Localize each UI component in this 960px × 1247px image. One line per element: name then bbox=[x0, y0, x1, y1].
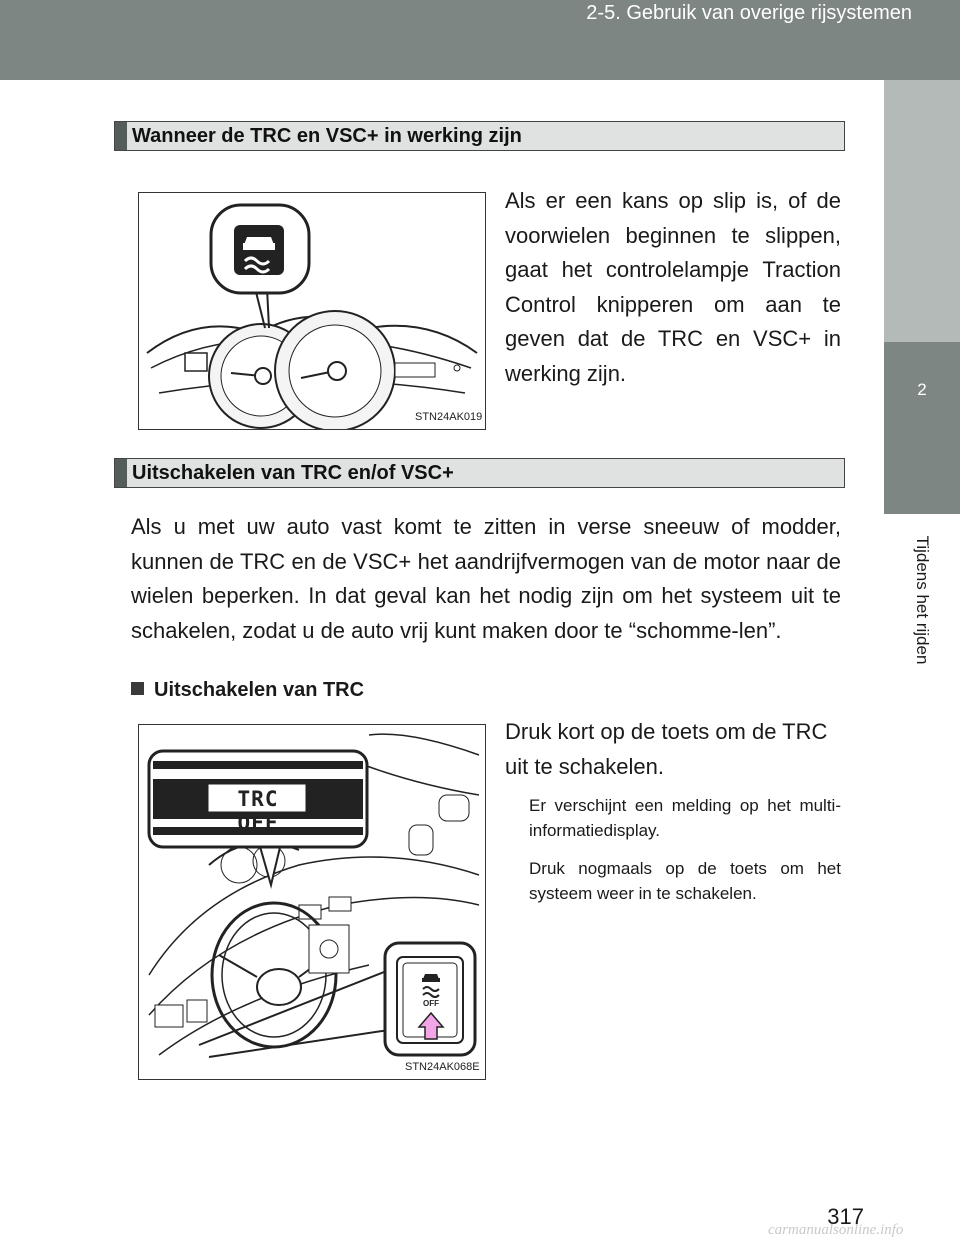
subheading-text: Uitschakelen van TRC bbox=[154, 679, 365, 701]
side-tab-upper bbox=[884, 80, 960, 342]
dashboard-illustration bbox=[147, 733, 480, 1058]
section-title: Wanneer de TRC en VSC+ in werking zijn bbox=[132, 125, 522, 147]
dashboard-trc-off-figure: TRC OFF OFF STN24AK068E bbox=[138, 724, 486, 1080]
instrument-cluster-illustration bbox=[146, 203, 478, 429]
page-header: 2-5. Gebruik van overige rijsystemen bbox=[0, 0, 960, 80]
trc-off-instruction: Druk kort op de toets om de TRC uit te s… bbox=[505, 719, 828, 779]
disable-description: Als u met uw auto vast komt te zitten in… bbox=[131, 514, 841, 643]
side-tab-label: Tijdens het rijden bbox=[913, 535, 932, 665]
trc-off-button-label: OFF bbox=[423, 999, 439, 1008]
note-reenable: Druk nogmaals op de toets om het systeem… bbox=[529, 859, 841, 903]
figure-code: STN24AK068E bbox=[405, 1061, 480, 1073]
subheading-disable-trc: Uitschakelen van TRC bbox=[131, 679, 364, 702]
traction-control-description: Als er een kans op slip is, of de voorwi… bbox=[505, 188, 841, 386]
section-heading-trc-vsc-active: Wanneer de TRC en VSC+ in werking zijn bbox=[114, 121, 845, 151]
side-tab-number: 2 bbox=[917, 380, 927, 399]
watermark: carmanualsonline.info bbox=[768, 1222, 904, 1238]
instrument-cluster-figure: STN24AK019 bbox=[138, 192, 486, 430]
side-tab-number-block: 2 bbox=[884, 342, 960, 514]
section-heading-disable-trc-vsc: Uitschakelen van TRC en/of VSC+ bbox=[114, 458, 845, 488]
note-message-display: Er verschijnt een melding op het multi-i… bbox=[529, 796, 841, 840]
side-tab-lower bbox=[884, 690, 960, 1247]
figure-code: STN24AK019 bbox=[415, 411, 483, 423]
section-title: Uitschakelen van TRC en/of VSC+ bbox=[132, 462, 454, 484]
side-tab-label-block: Tijdens het rijden bbox=[904, 532, 940, 682]
chapter-side-tab: 2 Tijdens het rijden bbox=[884, 80, 960, 1247]
chapter-title: 2-5. Gebruik van overige rijsystemen bbox=[586, 2, 912, 24]
page-number: 317 bbox=[827, 1204, 864, 1229]
section-heading-bar bbox=[115, 122, 127, 150]
section-heading-bar bbox=[115, 459, 127, 487]
trc-off-display-text: TRC OFF bbox=[237, 787, 279, 835]
square-bullet-icon bbox=[131, 682, 144, 695]
